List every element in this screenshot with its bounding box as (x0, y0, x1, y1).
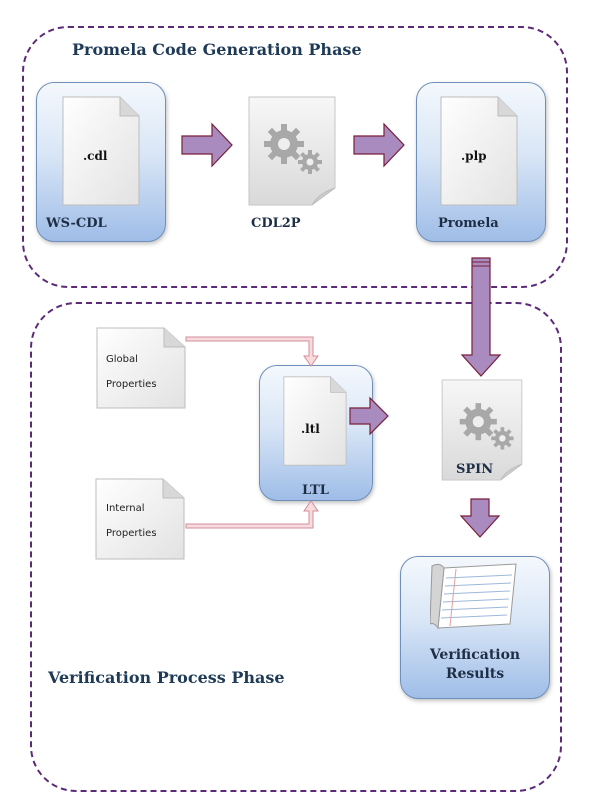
internal-properties-line1: Internal (106, 503, 145, 514)
wscdl-extension: .cdl (83, 149, 108, 163)
ltl-extension: .ltl (301, 422, 320, 436)
promela-label: Promela (438, 216, 499, 231)
wscdl-label: WS-CDL (46, 216, 107, 231)
global-properties-line2: Properties (106, 379, 157, 390)
wscdl-document-icon (62, 96, 140, 206)
internal-properties-document (95, 478, 185, 560)
generation-phase-container (22, 26, 568, 288)
ltl-document-icon (283, 376, 347, 466)
arrow-spin-to-results (459, 498, 501, 538)
verification-phase-container (30, 302, 562, 792)
results-label-line1: Verification (429, 647, 521, 663)
spin-label: SPIN (456, 462, 494, 477)
arrow-wscdl-to-cdl2p (181, 122, 233, 168)
ltl-label: LTL (302, 483, 329, 498)
verification-phase-title: Verification Process Phase (48, 668, 285, 687)
results-label-line2: Results (445, 666, 505, 682)
global-properties-line1: Global (106, 354, 138, 365)
cdl2p-gear-document-icon (248, 96, 336, 206)
arrow-global-to-ltl (185, 336, 319, 367)
promela-document-icon (440, 96, 518, 206)
spin-gear-document-icon (441, 379, 523, 481)
results-notepad-icon (430, 563, 517, 630)
cdl2p-label: CDL2P (251, 216, 301, 231)
arrow-internal-to-ltl (185, 500, 319, 529)
global-properties-document (96, 327, 186, 409)
arrow-cdl2p-to-promela (353, 122, 405, 168)
arrow-ltl-to-spin (349, 396, 389, 436)
generation-phase-title: Promela Code Generation Phase (72, 40, 362, 59)
arrow-promela-to-spin (460, 257, 502, 377)
internal-properties-line2: Properties (106, 528, 157, 539)
promela-extension: .plp (461, 149, 487, 163)
